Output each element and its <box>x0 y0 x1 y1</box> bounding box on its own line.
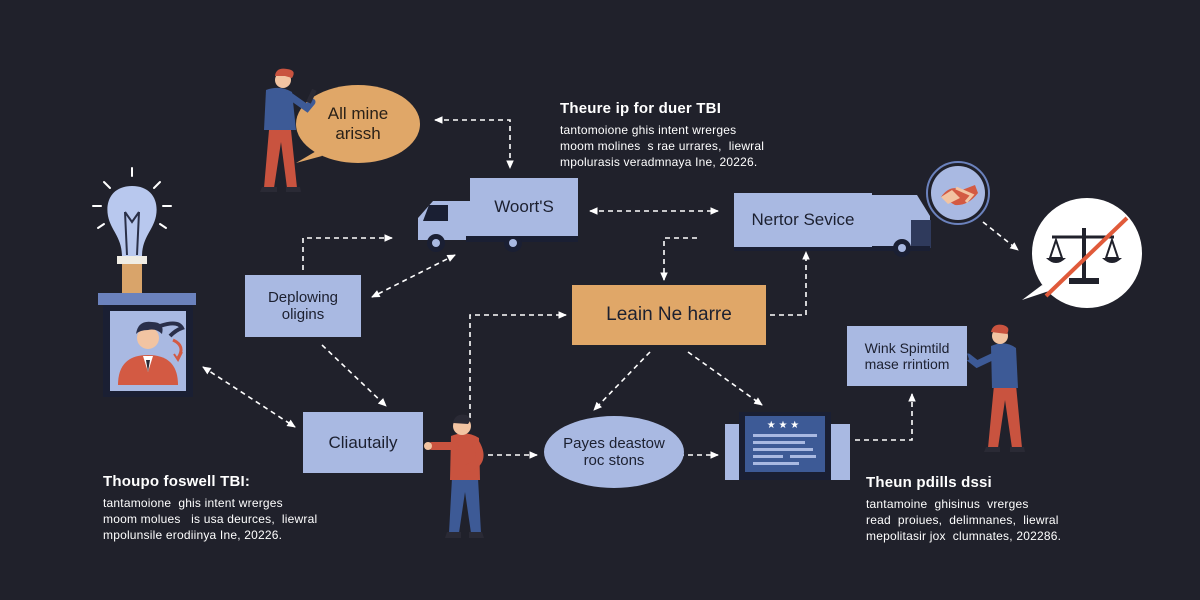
person-with-phone-right <box>959 324 1025 452</box>
note-top-center: Theure ip for duer TBI tantomoione ghis … <box>560 100 800 170</box>
arrow-frame-cliautaily <box>202 366 296 428</box>
person-pointing-center <box>424 414 484 538</box>
document-icon: ★ ★ ★ <box>725 412 850 480</box>
note-bottom-left-line-1: tantamoione ghis intent wrerges <box>103 496 283 510</box>
node-payes-line-1: Payes deastow <box>563 434 665 452</box>
note-bottom-left-line-2: moom molues is usa deurces, liewral <box>103 512 318 526</box>
arrow-elbow-to-truck <box>302 234 393 270</box>
note-bottom-right-title: Theun pdills dssi <box>866 474 992 491</box>
arrow-deplowing-to-cliautaily <box>321 344 387 407</box>
lightbulb-icon <box>92 167 172 294</box>
arrow-handshake-to-scale <box>982 221 1019 251</box>
arrow-bubble-to-truck <box>434 116 514 169</box>
speech-bubble-text: All mine arissh <box>306 104 410 145</box>
arrow-elbow-to-leain <box>469 311 567 418</box>
connector-arrows <box>202 116 1019 459</box>
arrow-nertor-to-leain <box>660 237 697 281</box>
node-nertor-service[interactable]: Nertor Sevice <box>734 193 872 247</box>
node-woorts[interactable]: Woort'S <box>470 178 578 236</box>
node-leain-ne-harre-label: Leain Ne harre <box>606 304 732 326</box>
node-deplowing-line-2: oligins <box>281 306 325 323</box>
note-top-center-line-2: moom molines s rae urrares, liewral <box>560 139 765 153</box>
node-cliautaily-label: Cliautaily <box>328 432 398 452</box>
node-wink-line-1: Wink Spimtild <box>864 339 950 356</box>
note-bottom-right-line-3: mepolitasir jox clumnates, 202286. <box>866 529 1062 543</box>
note-bottom-right-line-1: tantamoine ghisinus vrerges <box>866 497 1029 511</box>
truck-nertor <box>734 195 931 257</box>
node-leain-ne-harre[interactable]: Leain Ne harre <box>572 285 766 345</box>
note-top-center-title: Theure ip for duer TBI <box>560 100 722 117</box>
note-top-center-line-3: mpolurasis veradmnaya Ine, 20226. <box>560 155 758 169</box>
note-bottom-right: Theun pdills dssi tantamoine ghisinus vr… <box>866 474 1126 544</box>
person-with-phone-top <box>260 68 317 192</box>
speech-bubble <box>296 85 420 163</box>
node-deplowing-line-1: Deplowing <box>267 288 339 306</box>
node-wink-line-2: mase rrintiom <box>864 356 950 372</box>
note-bottom-left-line-3: mpolunsile erodiinya Ine, 20226. <box>103 528 283 542</box>
truck-woorts <box>418 201 578 252</box>
node-nertor-service-label: Nertor Sevice <box>751 210 855 230</box>
arrow-leain-to-payes <box>593 351 651 411</box>
arrow-truck-deplowing <box>371 254 456 298</box>
note-top-center-line-1: tantomoione ghis intent wrerges <box>560 123 737 137</box>
node-cliautaily[interactable]: Cliautaily <box>303 412 423 473</box>
node-payes-line-2: roc stons <box>583 452 645 469</box>
note-bottom-left: Thoupo foswell TBI: tantamoione ghis int… <box>103 473 353 543</box>
node-payes-deastow[interactable]: Payes deastow roc stons <box>544 416 684 488</box>
speech-bubble-line-2: arissh <box>335 124 381 144</box>
no-justice-scale-icon <box>1022 198 1142 308</box>
svg-text:★ ★ ★: ★ ★ ★ <box>767 420 799 431</box>
portrait-frame <box>98 293 196 397</box>
speech-bubble-line-1: All mine <box>327 104 389 123</box>
node-deplowing[interactable]: Deplowing oligins <box>245 275 361 337</box>
note-bottom-left-title: Thoupo foswell TBI: <box>103 473 251 490</box>
note-bottom-right-line-2: read proiues, delimnanes, liewral <box>866 513 1059 527</box>
arrow-leain-to-document <box>687 351 763 406</box>
arrow-leain-to-nertor <box>770 251 810 316</box>
node-woorts-label: Woort'S <box>494 197 554 217</box>
arrow-document-to-wink <box>855 393 916 441</box>
handshake-icon <box>926 161 990 225</box>
node-wink-spimtild[interactable]: Wink Spimtild mase rrintiom <box>847 326 967 386</box>
